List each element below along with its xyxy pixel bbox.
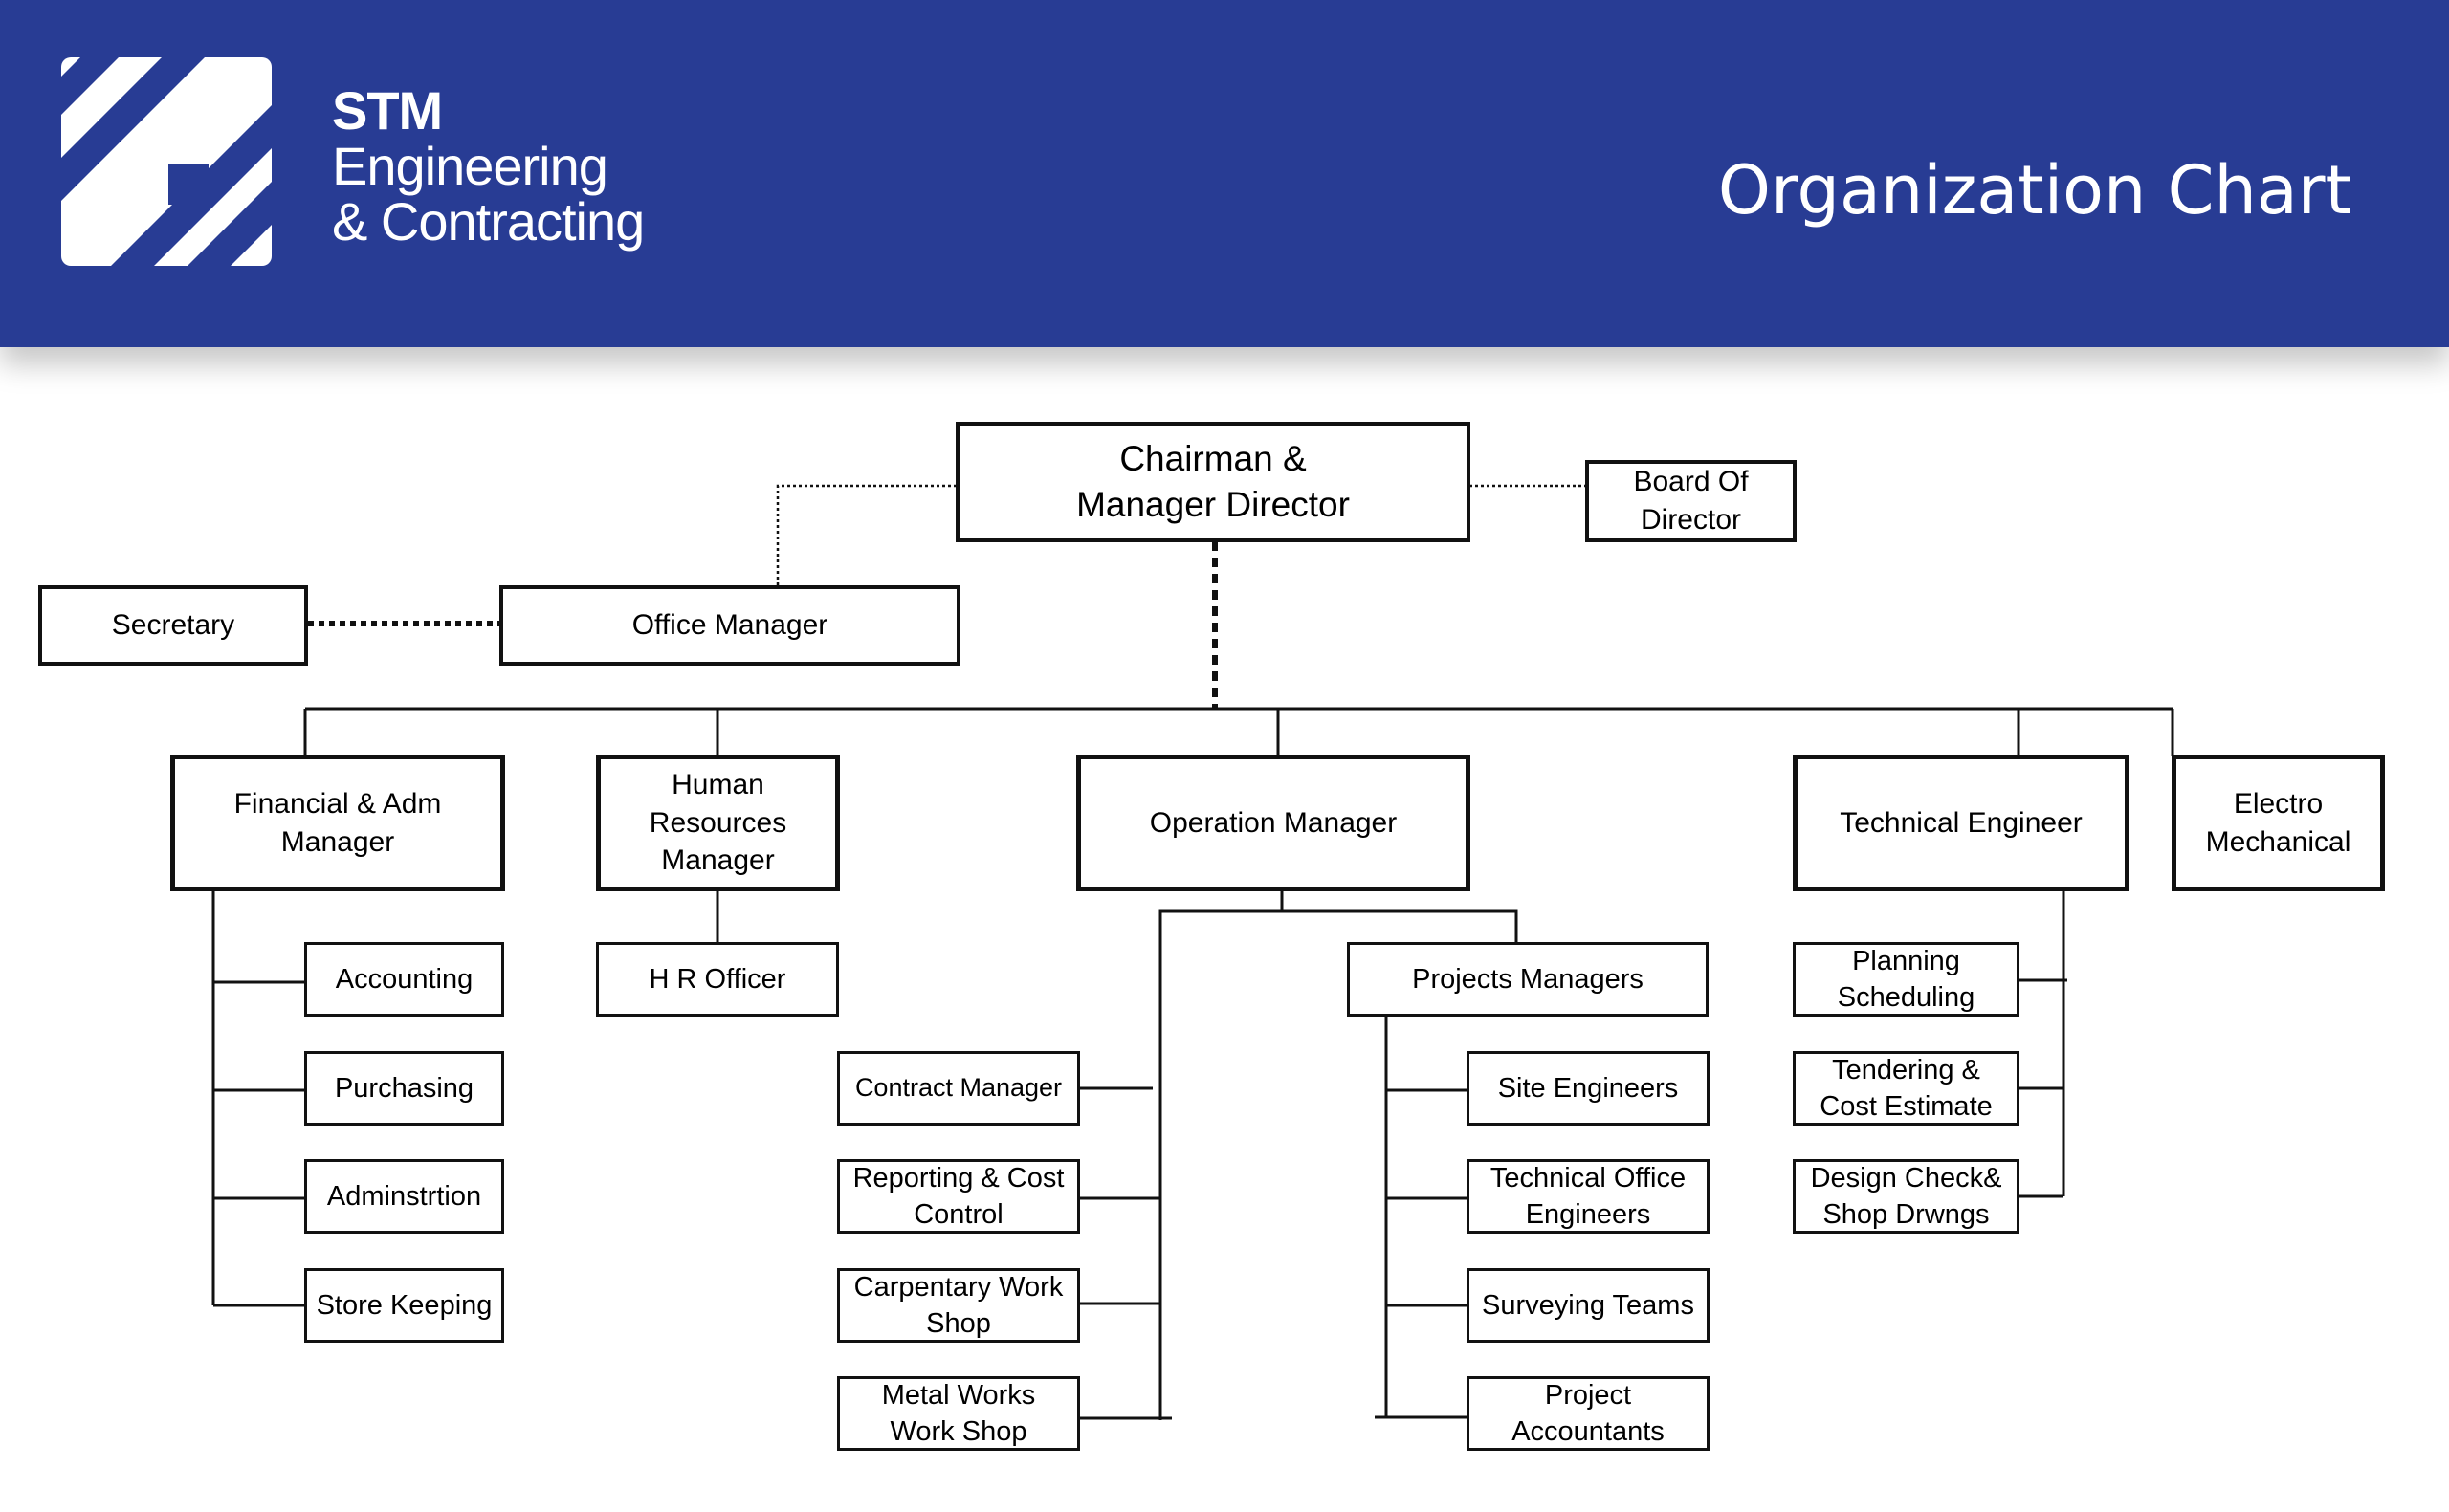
purchasing-box: Purchasing: [304, 1051, 504, 1126]
electro-mechanical-box: Electro Mechanical: [2172, 755, 2385, 891]
page-title: Organization Chart: [1717, 151, 2351, 230]
project-accountants-box: Project Accountants: [1467, 1376, 1710, 1451]
design-check-box: Design Check& Shop Drwngs: [1793, 1159, 2019, 1234]
technical-engineer-box: Technical Engineer: [1793, 755, 2129, 891]
financial-manager-box: Financial & Adm Manager: [170, 755, 505, 891]
technical-office-engineers-box: Technical Office Engineers: [1467, 1159, 1710, 1234]
administration-box: Adminstrtion: [304, 1159, 504, 1234]
reporting-cost-control-box: Reporting & Cost Control: [837, 1159, 1080, 1234]
company-line-engineering: Engineering: [332, 136, 608, 196]
contract-manager-box: Contract Manager: [837, 1051, 1080, 1126]
site-engineers-box: Site Engineers: [1467, 1051, 1710, 1126]
office-manager-box: Office Manager: [499, 585, 960, 666]
accounting-box: Accounting: [304, 942, 504, 1017]
board-of-director-box: Board Of Director: [1585, 460, 1797, 542]
company-line-contracting: & Contracting: [332, 191, 645, 252]
header-banner: STM Engineering & Contracting Organizati…: [0, 0, 2449, 347]
metal-works-box: Metal Works Work Shop: [837, 1376, 1080, 1451]
company-name: STM Engineering & Contracting: [332, 80, 645, 252]
hr-officer-box: H R Officer: [596, 942, 839, 1017]
surveying-teams-box: Surveying Teams: [1467, 1268, 1710, 1343]
projects-managers-box: Projects Managers: [1347, 942, 1709, 1017]
company-short: STM: [332, 80, 443, 141]
stm-logo-icon: [61, 57, 272, 266]
hr-manager-box: Human Resources Manager: [596, 755, 840, 891]
secretary-box: Secretary: [38, 585, 308, 666]
planning-scheduling-box: Planning Scheduling: [1793, 942, 2019, 1017]
store-keeping-box: Store Keeping: [304, 1268, 504, 1343]
operation-manager-box: Operation Manager: [1076, 755, 1470, 891]
carpentary-workshop-box: Carpentary Work Shop: [837, 1268, 1080, 1343]
tendering-cost-estimate-box: Tendering & Cost Estimate: [1793, 1051, 2019, 1126]
chairman-box: Chairman & Manager Director: [956, 422, 1470, 542]
